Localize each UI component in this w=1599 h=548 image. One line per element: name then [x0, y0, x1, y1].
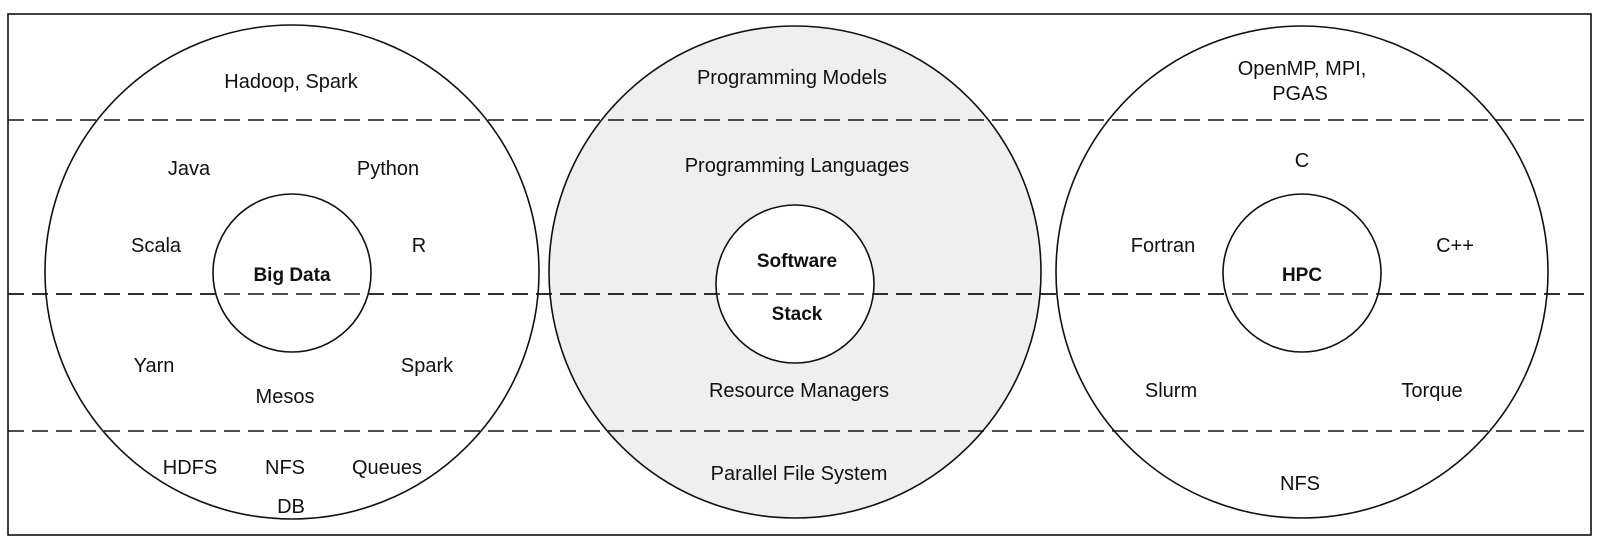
right-language-c: C	[1295, 150, 1309, 172]
right-language-fortran: Fortran	[1131, 235, 1195, 257]
left-language-r: R	[412, 235, 426, 257]
middle-inner-circle	[715, 204, 875, 364]
middle-center-label-line1: Software	[757, 251, 837, 272]
right-manager-torque: Torque	[1401, 380, 1462, 402]
left-manager-yarn: Yarn	[134, 355, 175, 377]
right-manager-slurm: Slurm	[1145, 380, 1197, 402]
middle-managers-label: Resource Managers	[709, 380, 889, 402]
left-center-label: Big Data	[253, 265, 331, 286]
left-language-java: Java	[168, 158, 211, 180]
left-language-python: Python	[357, 158, 419, 180]
left-storage-db: DB	[277, 496, 305, 518]
right-models-label-line1: OpenMP, MPI,	[1238, 58, 1367, 80]
left-models-label: Hadoop, Spark	[224, 71, 358, 93]
left-manager-spark: Spark	[401, 355, 454, 377]
right-inner-circle	[1222, 193, 1382, 353]
left-inner-circle	[212, 193, 372, 353]
diagram-frame	[7, 13, 1592, 536]
right-outer-circle	[1055, 25, 1549, 519]
right-models-label-line2: PGAS	[1272, 83, 1328, 105]
left-manager-mesos: Mesos	[256, 386, 315, 408]
middle-languages-label: Programming Languages	[685, 155, 910, 177]
left-language-scala: Scala	[131, 235, 182, 257]
left-storage-hdfs: HDFS	[163, 457, 217, 479]
left-storage-queues: Queues	[352, 457, 422, 479]
middle-storage-label: Parallel File System	[711, 463, 888, 485]
left-storage-nfs: NFS	[265, 457, 305, 479]
right-center-label: HPC	[1282, 265, 1322, 286]
left-outer-circle	[44, 24, 540, 520]
middle-center-label-line2: Stack	[772, 304, 823, 325]
right-language-cpp: C++	[1436, 235, 1474, 257]
right-storage-nfs: NFS	[1280, 473, 1320, 495]
middle-models-label: Programming Models	[697, 67, 887, 89]
